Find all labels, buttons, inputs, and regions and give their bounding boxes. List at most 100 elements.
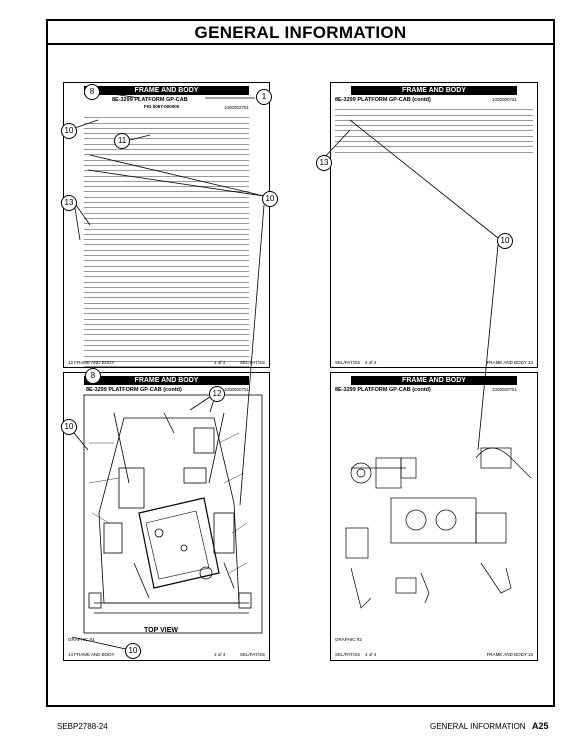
panel-subheader: 8E-3299 PLATFORM GP-CAB (contd) [335, 97, 431, 103]
page-frame: GENERAL INFORMATION [46, 19, 555, 707]
table-row [84, 362, 249, 367]
panel-footer-right: SEL/PAT/SS [239, 652, 265, 657]
table-row [84, 283, 249, 288]
table-row [335, 110, 533, 116]
panel-footer-right: SEL/PAT/SS [239, 360, 265, 365]
table-row [84, 251, 249, 257]
table-row [84, 330, 249, 336]
graphic-label: GRAPHIC #2 [335, 637, 362, 642]
thumbnail-page-4: FRAME AND BODY 8E-3299 PLATFORM GP-CAB (… [330, 372, 538, 661]
panel-footer-center: 2 of 4 [365, 360, 377, 365]
callout-12: 12 [209, 386, 225, 402]
table-row [84, 267, 249, 272]
panel-footer-center: 3 of 4 [214, 652, 226, 657]
table-row [84, 288, 249, 294]
table-row [84, 113, 249, 119]
table-row [84, 235, 249, 241]
table-row [84, 118, 249, 124]
table-row [84, 203, 249, 209]
panel-footer-left: 14 FRAME AND BODY [68, 652, 115, 657]
panel-footer-right: FRAME AND BODY 15 [486, 652, 533, 657]
callout-1: 1 [256, 89, 272, 105]
thumbnail-page-1: FRAME AND BODY 8E-3299 PLATFORM GP-CAB F… [63, 82, 270, 368]
table-row [84, 293, 249, 299]
callout-13: 13 [61, 195, 77, 211]
table-row [84, 187, 249, 193]
panel-footer-left: 12 FRAME AND BODY [68, 360, 115, 365]
table-row [84, 145, 249, 151]
table-row [335, 121, 533, 127]
table-row [84, 182, 249, 188]
table-row [84, 346, 249, 352]
panel-subheader: 8E-3299 PLATFORM GP-CAB (contd) [86, 387, 182, 393]
table-row [84, 224, 249, 230]
panel-header: FRAME AND BODY [351, 376, 517, 385]
callout-8: 8 [85, 368, 101, 384]
table-row [84, 208, 249, 214]
panel-footer-right: FRAME AND BODY 13 [486, 360, 533, 365]
callout-10: 10 [61, 123, 77, 139]
table-row [84, 171, 249, 177]
callout-10: 10 [262, 191, 278, 207]
table-row [84, 314, 249, 320]
table-row [84, 304, 249, 309]
panel-header: FRAME AND BODY [351, 86, 517, 95]
panel-header: FRAME AND BODY [84, 376, 249, 385]
table-row [84, 298, 249, 304]
panel-footer-center: 1 of 4 [214, 360, 226, 365]
table-row [84, 341, 249, 347]
table-row [84, 335, 249, 341]
table-row [84, 198, 249, 204]
footer-section: GENERAL INFORMATION [430, 722, 526, 731]
panel-footer-center: 4 of 4 [365, 652, 377, 657]
thumbnail-page-3: FRAME AND BODY 8E-3299 PLATFORM GP-CAB (… [63, 372, 270, 661]
table-row [84, 134, 249, 140]
table-row [84, 351, 249, 357]
table-row [84, 219, 249, 225]
table-row [84, 357, 249, 362]
panel-doc-number: 1000000751 [491, 387, 517, 392]
table-row [84, 161, 249, 166]
view-label: TOP VIEW [144, 627, 178, 634]
callout-10: 10 [125, 643, 141, 659]
parts-table [335, 105, 533, 153]
panel-doc-number: 1000000751 [491, 97, 517, 102]
table-row [84, 272, 249, 278]
table-row [84, 192, 249, 198]
panel-doc-number: 1000002751 [223, 105, 249, 110]
callout-13: 13 [316, 155, 332, 171]
callout-10: 10 [497, 233, 513, 249]
table-row [84, 155, 249, 161]
callout-11: 11 [114, 133, 130, 149]
table-row [84, 214, 249, 219]
table-row [84, 261, 249, 267]
table-row [335, 126, 533, 132]
thumbnail-page-2: FRAME AND BODY 8E-3299 PLATFORM GP-CAB (… [330, 82, 538, 368]
panel-footer-left: SEL/PAT/SS [335, 360, 361, 365]
table-row [84, 166, 249, 172]
table-row [84, 256, 249, 262]
table-row [335, 131, 533, 137]
panel-figure-ref: FIG 5067-000000 [144, 104, 180, 109]
table-row [84, 309, 249, 315]
table-row [84, 325, 249, 331]
panel-subheader: 8E-3299 PLATFORM GP-CAB [112, 97, 188, 103]
section-detail-drawings [345, 447, 532, 609]
callout-8: 8 [84, 84, 100, 100]
panel-footer-left: SEL/PAT/SS [335, 652, 361, 657]
table-row [84, 124, 249, 129]
panel-subheader: 8E-3299 PLATFORM GP-CAB (contd) [335, 387, 431, 393]
table-row [335, 116, 533, 121]
table-row [335, 137, 533, 143]
table-row [84, 277, 249, 283]
table-row [335, 142, 533, 148]
page-title: GENERAL INFORMATION [194, 23, 407, 42]
table-row [84, 245, 249, 251]
table-row [84, 139, 249, 145]
panel-header: FRAME AND BODY [84, 86, 249, 95]
table-row [84, 240, 249, 246]
table-row [335, 147, 533, 153]
table-row [84, 320, 249, 325]
callout-10: 10 [61, 419, 77, 435]
